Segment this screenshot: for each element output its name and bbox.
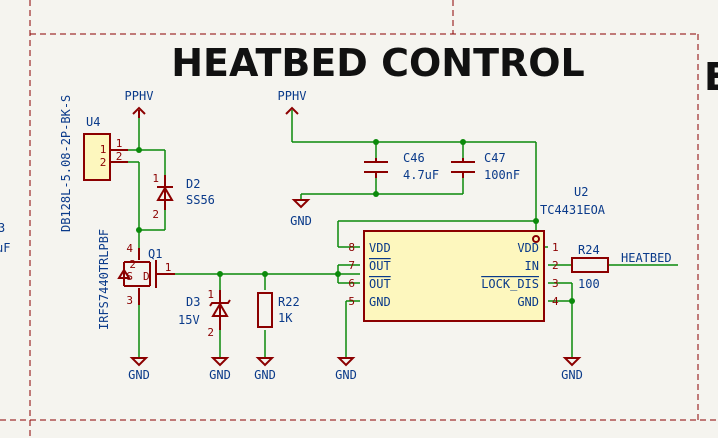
d3-pin1: 1	[207, 288, 214, 301]
gnd-label-r22: GND	[254, 368, 276, 382]
u4-connector: 1 2 1 2 U4 DB128L-5.08-2P-BK-S	[59, 95, 128, 232]
d3-value: 15V	[178, 313, 200, 327]
d3-pin2: 2	[207, 326, 214, 339]
q1-value: IRFS7440TRLPBF	[97, 229, 111, 330]
junctions	[136, 139, 575, 304]
pphv-symbol-middle: PPHV	[278, 89, 307, 115]
u2-pin2-name: IN	[525, 259, 539, 273]
wires	[128, 110, 678, 358]
right-title-fragment: E	[704, 55, 718, 99]
c46-ref: C46	[403, 151, 425, 165]
r22-value: 1K	[278, 311, 293, 325]
u4-pin2-number: 2	[116, 150, 123, 163]
d2-pin1: 1	[152, 172, 159, 185]
pphv-symbol-left: PPHV	[125, 89, 154, 118]
d3-zener: 1 2 D3 15V	[178, 288, 231, 339]
d2-value: SS56	[186, 193, 215, 207]
q1-pin3: 3	[126, 294, 133, 307]
d2-pin2: 2	[152, 208, 159, 221]
u2-pin3-number: 3	[552, 277, 559, 290]
u2-pin4-name: GND	[517, 295, 539, 309]
u4-pin1-name: 1	[100, 143, 107, 156]
r22-resistor: R22 1K	[257, 292, 300, 328]
gnd-label-u2-left: GND	[335, 368, 357, 382]
gnd-symbols: GND GND GND GND GND GND	[128, 199, 583, 382]
u2-driver: U2 TC4431EOA 8 7 6 5 VDD OUT OUT GND 1 2…	[348, 185, 606, 322]
left-fragment-a: 3	[0, 221, 5, 235]
r24-ref: R24	[578, 243, 600, 257]
u2-ref: U2	[574, 185, 588, 199]
q1-pin1: 1	[165, 261, 172, 274]
u2-pin7-name: OUT	[369, 259, 391, 273]
gnd-label-u2-right: GND	[561, 368, 583, 382]
d2-ref: D2	[186, 177, 200, 191]
q1-d-label: D	[143, 270, 150, 283]
d2-diode: 1 2 D2 SS56	[152, 172, 215, 221]
gnd-label-q1: GND	[128, 368, 150, 382]
u4-pin2-name: 2	[100, 156, 107, 169]
u2-pin6-name: OUT	[369, 277, 391, 291]
u4-ref: U4	[86, 115, 100, 129]
gnd-label-caps: GND	[290, 214, 312, 228]
r24-value: 100	[578, 277, 600, 291]
u2-pin6-number: 6	[348, 277, 355, 290]
u2-pin1-name: VDD	[517, 241, 539, 255]
u2-pin5-number: 5	[348, 295, 355, 308]
u2-pin8-number: 8	[348, 241, 355, 254]
c47-capacitor: C47 100nF	[451, 151, 520, 182]
c46-capacitor: C46 4.7uF	[364, 151, 439, 182]
d3-ref: D3	[186, 295, 200, 309]
pphv-label-middle: PPHV	[278, 89, 307, 103]
u4-pin1-number: 1	[116, 137, 123, 150]
gnd-label-d3: GND	[209, 368, 231, 382]
r24-resistor: R24 100	[571, 243, 609, 291]
c47-ref: C47	[484, 151, 506, 165]
u2-pin8-name: VDD	[369, 241, 391, 255]
pphv-label-left: PPHV	[125, 89, 154, 103]
u4-value: DB128L-5.08-2P-BK-S	[59, 95, 73, 232]
left-fragment-b: uF	[0, 241, 10, 255]
u2-pin2-number: 2	[552, 259, 559, 272]
c46-value: 4.7uF	[403, 168, 439, 182]
heatbed-net-label: HEATBED	[621, 251, 672, 265]
sheet-title: HEATBED CONTROL	[171, 41, 585, 85]
u2-pin4-number: 4	[552, 295, 559, 308]
q1-s-label: S	[126, 270, 133, 283]
q1-mosfet: 4 3 1 2 D S Q1 IRFS7440TRLPBF	[97, 229, 175, 330]
u2-pin1-number: 1	[552, 241, 559, 254]
u2-pin3-name: LOCK_DIS	[481, 277, 539, 291]
u2-pin7-number: 7	[348, 259, 355, 272]
u2-pin5-name: GND	[369, 295, 391, 309]
q1-ref: Q1	[148, 247, 162, 261]
u2-value: TC4431EOA	[540, 203, 606, 217]
q1-pin4: 4	[126, 242, 133, 255]
q1-pin2: 2	[129, 258, 136, 271]
c47-value: 100nF	[484, 168, 520, 182]
r22-ref: R22	[278, 295, 300, 309]
